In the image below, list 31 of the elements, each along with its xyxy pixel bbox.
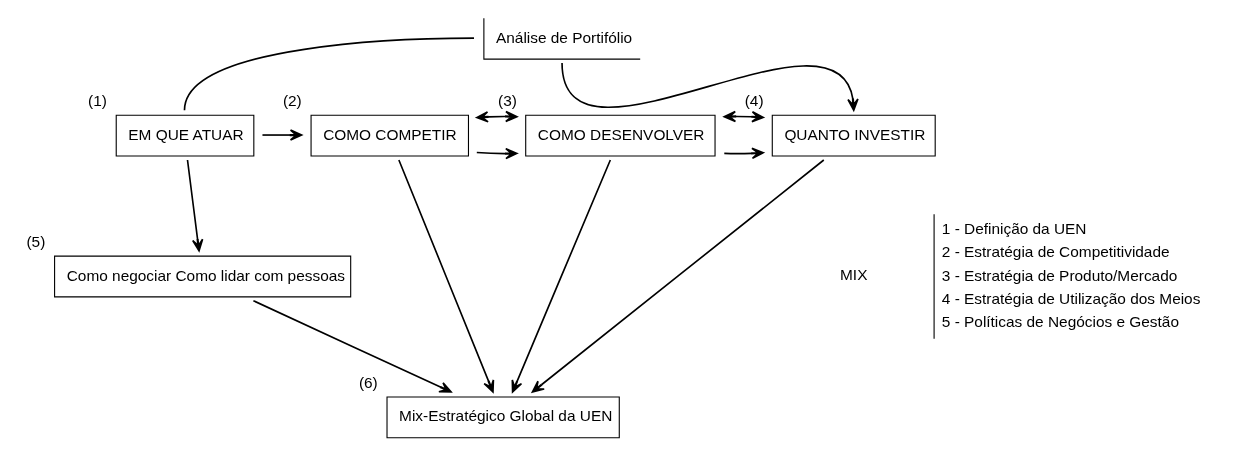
arrow xyxy=(261,128,302,141)
label: 1 - Definição da UEN xyxy=(941,219,1087,237)
node-label: (4) xyxy=(744,91,764,109)
arrow xyxy=(186,158,203,252)
arrow xyxy=(722,110,764,123)
node-box: EM QUE ATUAR xyxy=(115,114,254,156)
node-box: COMO DESENVOLVER xyxy=(524,114,716,156)
node-box: Mix-Estratégico Global da UEN xyxy=(385,395,620,438)
node-box: QUANTO INVESTIR xyxy=(771,114,936,156)
arrow xyxy=(511,158,611,393)
label: 2 - Estratégia de Competitividade xyxy=(941,242,1170,260)
node-label: (3) xyxy=(497,91,517,109)
label: 5 - Políticas de Negócios e Gestão xyxy=(941,312,1179,330)
node-label: (6) xyxy=(358,373,378,391)
connector xyxy=(183,36,475,111)
arrow xyxy=(722,147,764,159)
arrow xyxy=(531,158,825,393)
node-text: Análise de Portifólio xyxy=(495,28,632,46)
label: 3 - Estratégia de Produto/Mercado xyxy=(941,266,1177,284)
label: 4 - Estratégia de Utilização dos Meios xyxy=(941,289,1200,307)
node-label: (1) xyxy=(87,91,107,109)
node-box: Como negociar Como lidar com pessoas xyxy=(53,255,351,297)
arrow xyxy=(475,147,518,159)
arrow xyxy=(560,61,859,111)
arrow xyxy=(397,158,494,393)
label: MIX xyxy=(839,265,867,283)
node-label: (2) xyxy=(282,91,302,109)
node-label: (5) xyxy=(25,232,45,250)
arrow xyxy=(475,110,518,123)
node-box: COMO COMPETIR xyxy=(310,114,469,156)
arrow xyxy=(252,299,452,393)
